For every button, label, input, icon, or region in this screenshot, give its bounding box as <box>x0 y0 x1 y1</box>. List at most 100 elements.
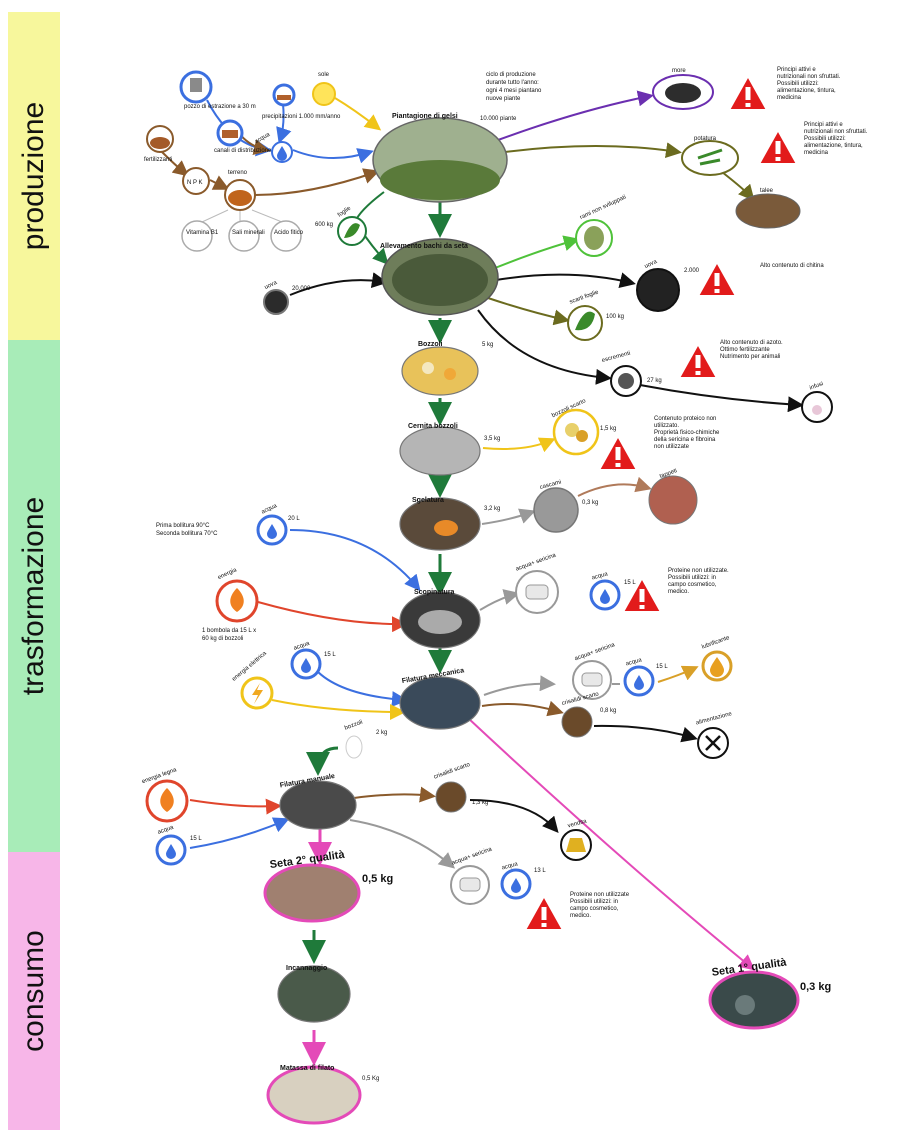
lubrificante-label: lubrificante <box>701 635 731 651</box>
ciclo-note: ciclo di produzione durante tutto l'anno… <box>486 72 542 102</box>
svg-text:Proprietà fisico-chimiche: Proprietà fisico-chimiche <box>654 430 720 436</box>
node-energia-legna: energia legna <box>141 767 189 823</box>
chitina-qty: 2.000 <box>684 268 700 274</box>
node-crisalidi-2: crisalidi scarto 1,3 kg <box>433 762 488 813</box>
svg-text:Seconda bollitura 70°C: Seconda bollitura 70°C <box>156 531 218 537</box>
phase-consumo: consumo <box>8 852 60 1130</box>
bollitura-note: Prima bollitura 90°C Seconda bollitura 7… <box>156 523 218 537</box>
svg-text:Prima bollitura 90°C: Prima bollitura 90°C <box>156 523 210 529</box>
precipitazioni-label: precipitazioni 1.000 mm/anno <box>262 114 341 120</box>
sgrasatura-qty: 3,2 kg <box>484 506 500 512</box>
scarti-foglie-qty: 100 kg <box>606 314 624 320</box>
node-acqua-v: acqua 13 L <box>500 861 546 900</box>
acqua-bollitura-label: acqua <box>261 503 279 516</box>
node-uova: uova 20.000 <box>263 280 311 315</box>
svg-text:della sericina e fibroina: della sericina e fibroina <box>654 437 716 443</box>
seta-2-qty: 0,5 kg <box>362 873 393 885</box>
node-acqua-1: acqua <box>254 132 293 163</box>
cascami-qty: 0,3 kg <box>582 500 598 506</box>
canali-label: canali di distribuzione <box>214 148 272 154</box>
svg-text:Possibili utilizzi: in: Possibili utilizzi: in <box>668 575 716 581</box>
node-npk: N P K <box>182 167 210 195</box>
cascami-label: cascami <box>539 480 562 491</box>
node-incannaggio: Incannaggio <box>277 965 351 1023</box>
terreno-label: terreno <box>228 170 248 176</box>
bozzoli-qty: 5 kg <box>482 342 493 348</box>
acqua-fman-qty: 15 L <box>190 836 202 842</box>
node-bozzoli: Bozzoli 5 kg <box>401 341 493 396</box>
energia-label: energia <box>217 567 238 581</box>
phase-produzione: produzione <box>8 12 60 340</box>
node-foglie: foglie 600 kg <box>315 205 367 246</box>
vitamina-label: Vitamina B1 <box>186 230 219 236</box>
svg-text:alimentazione, tintura,: alimentazione, tintura, <box>777 88 836 94</box>
node-energia: energia <box>215 567 259 623</box>
node-seta-1: Seta 1° qualità 0,3 kg <box>708 956 831 1030</box>
svg-text:medicina: medicina <box>804 150 829 156</box>
node-more: more <box>652 68 714 110</box>
escrementi-qty: 27 kg <box>647 378 662 384</box>
more-label: more <box>672 68 686 74</box>
node-acqua-sericina-2: acqua+ sericina <box>572 642 616 700</box>
svg-text:Contenuto proteico non: Contenuto proteico non <box>654 416 716 422</box>
alimentazione-label: alimentazione <box>695 711 733 727</box>
acqua-v-qty: 13 L <box>534 868 546 874</box>
pozzo-label: pozzo di estrazione a 30 m <box>184 104 256 110</box>
node-bozzoli-2: bozzoli 2 kg <box>344 720 387 759</box>
potatura-note: Principi attivi e nutrizionali non sfrut… <box>804 122 868 156</box>
acqua-sericina-3-label: acqua+ sericina <box>451 846 493 866</box>
acqua-sericina-2-label: acqua+ sericina <box>574 642 616 662</box>
chitina-note: Alto contenuto di chitina <box>760 263 824 269</box>
svg-text:utilizzato.: utilizzato. <box>654 423 679 429</box>
svg-text:nutrizionali non sfruttati.: nutrizionali non sfruttati. <box>777 74 841 80</box>
node-canali: canali di distribuzione <box>214 119 272 154</box>
node-vendita: vendita <box>560 819 592 861</box>
bozzoli-scarto-note: Contenuto proteico non utilizzato. Propr… <box>654 416 720 450</box>
svg-text:Possibili utilizzi:: Possibili utilizzi: <box>804 136 846 142</box>
piantagione-qty: 10.000 piante <box>480 116 517 122</box>
escrementi-label: escrementi <box>601 351 631 364</box>
svg-text:medico.: medico. <box>570 913 591 919</box>
node-acqua-fm: acqua 15 L <box>290 640 336 680</box>
matassa-qty: 0,5 Kg <box>362 1076 379 1082</box>
acqua-l-label: acqua <box>625 657 643 667</box>
node-sali: Sali minerali <box>228 220 265 252</box>
warning-icon <box>524 895 564 931</box>
crisalidi-qty: 0,8 kg <box>600 708 616 714</box>
svg-text:Ottimo fertilizzante: Ottimo fertilizzante <box>720 347 770 353</box>
node-bozzoli-scarto: bozzoli scarto 1,5 kg <box>551 398 616 456</box>
svg-text:ogni 4 mesi piantano: ogni 4 mesi piantano <box>486 88 542 94</box>
talee-label: talee <box>760 188 774 194</box>
svg-text:1 bombola da 15 L x: 1 bombola da 15 L x <box>202 628 256 634</box>
main-flow-arrows <box>302 200 452 964</box>
incannaggio-label: Incannaggio <box>286 965 327 972</box>
acido-label: Acido fitico <box>274 230 304 236</box>
node-seta-2: Seta 2° qualità 0,5 kg <box>263 849 393 923</box>
warning-icon <box>598 435 638 471</box>
svg-text:nutrizionali non sfruttati.: nutrizionali non sfruttati. <box>804 129 868 135</box>
scopinatura-label: Scopinatura <box>414 589 455 596</box>
node-acqua-bollitura: acqua 20 L <box>256 503 300 546</box>
svg-text:Possibili utilizzi: in: Possibili utilizzi: in <box>570 899 618 905</box>
svg-text:durante tutto l'anno:: durante tutto l'anno: <box>486 80 539 86</box>
node-sgrasatura: Sgelatura 3,2 kg <box>399 497 500 551</box>
acqua-sc-qty: 15 L <box>624 580 636 586</box>
node-scopinatura: Scopinatura <box>399 589 481 649</box>
node-chitina: uova 2.000 <box>636 259 700 312</box>
node-acqua-l: acqua 15 L <box>623 657 668 697</box>
scarti-foglie-label: scarti foglie <box>569 289 600 305</box>
node-tappeti: tappeti <box>648 468 698 525</box>
svg-text:alimentazione, tintura,: alimentazione, tintura, <box>804 143 863 149</box>
svg-text:medico.: medico. <box>668 589 689 595</box>
svg-text:Proteine non utilizzate: Proteine non utilizzate <box>570 892 630 898</box>
node-acido: Acido fitico <box>270 220 304 252</box>
phase-trasformazione: trasformazione <box>8 340 60 852</box>
node-acqua-sc: acqua 15 L <box>589 571 636 611</box>
svg-text:non utilizzate: non utilizzate <box>654 444 690 450</box>
node-rami: rami non sviluppati <box>575 194 627 257</box>
node-escrementi: escrementi 27 kg <box>601 351 662 397</box>
bozzoli-label: Bozzoli <box>418 341 443 348</box>
svg-text:Possibili utilizzi:: Possibili utilizzi: <box>777 81 819 87</box>
acqua-bollitura-qty: 20 L <box>288 516 300 522</box>
